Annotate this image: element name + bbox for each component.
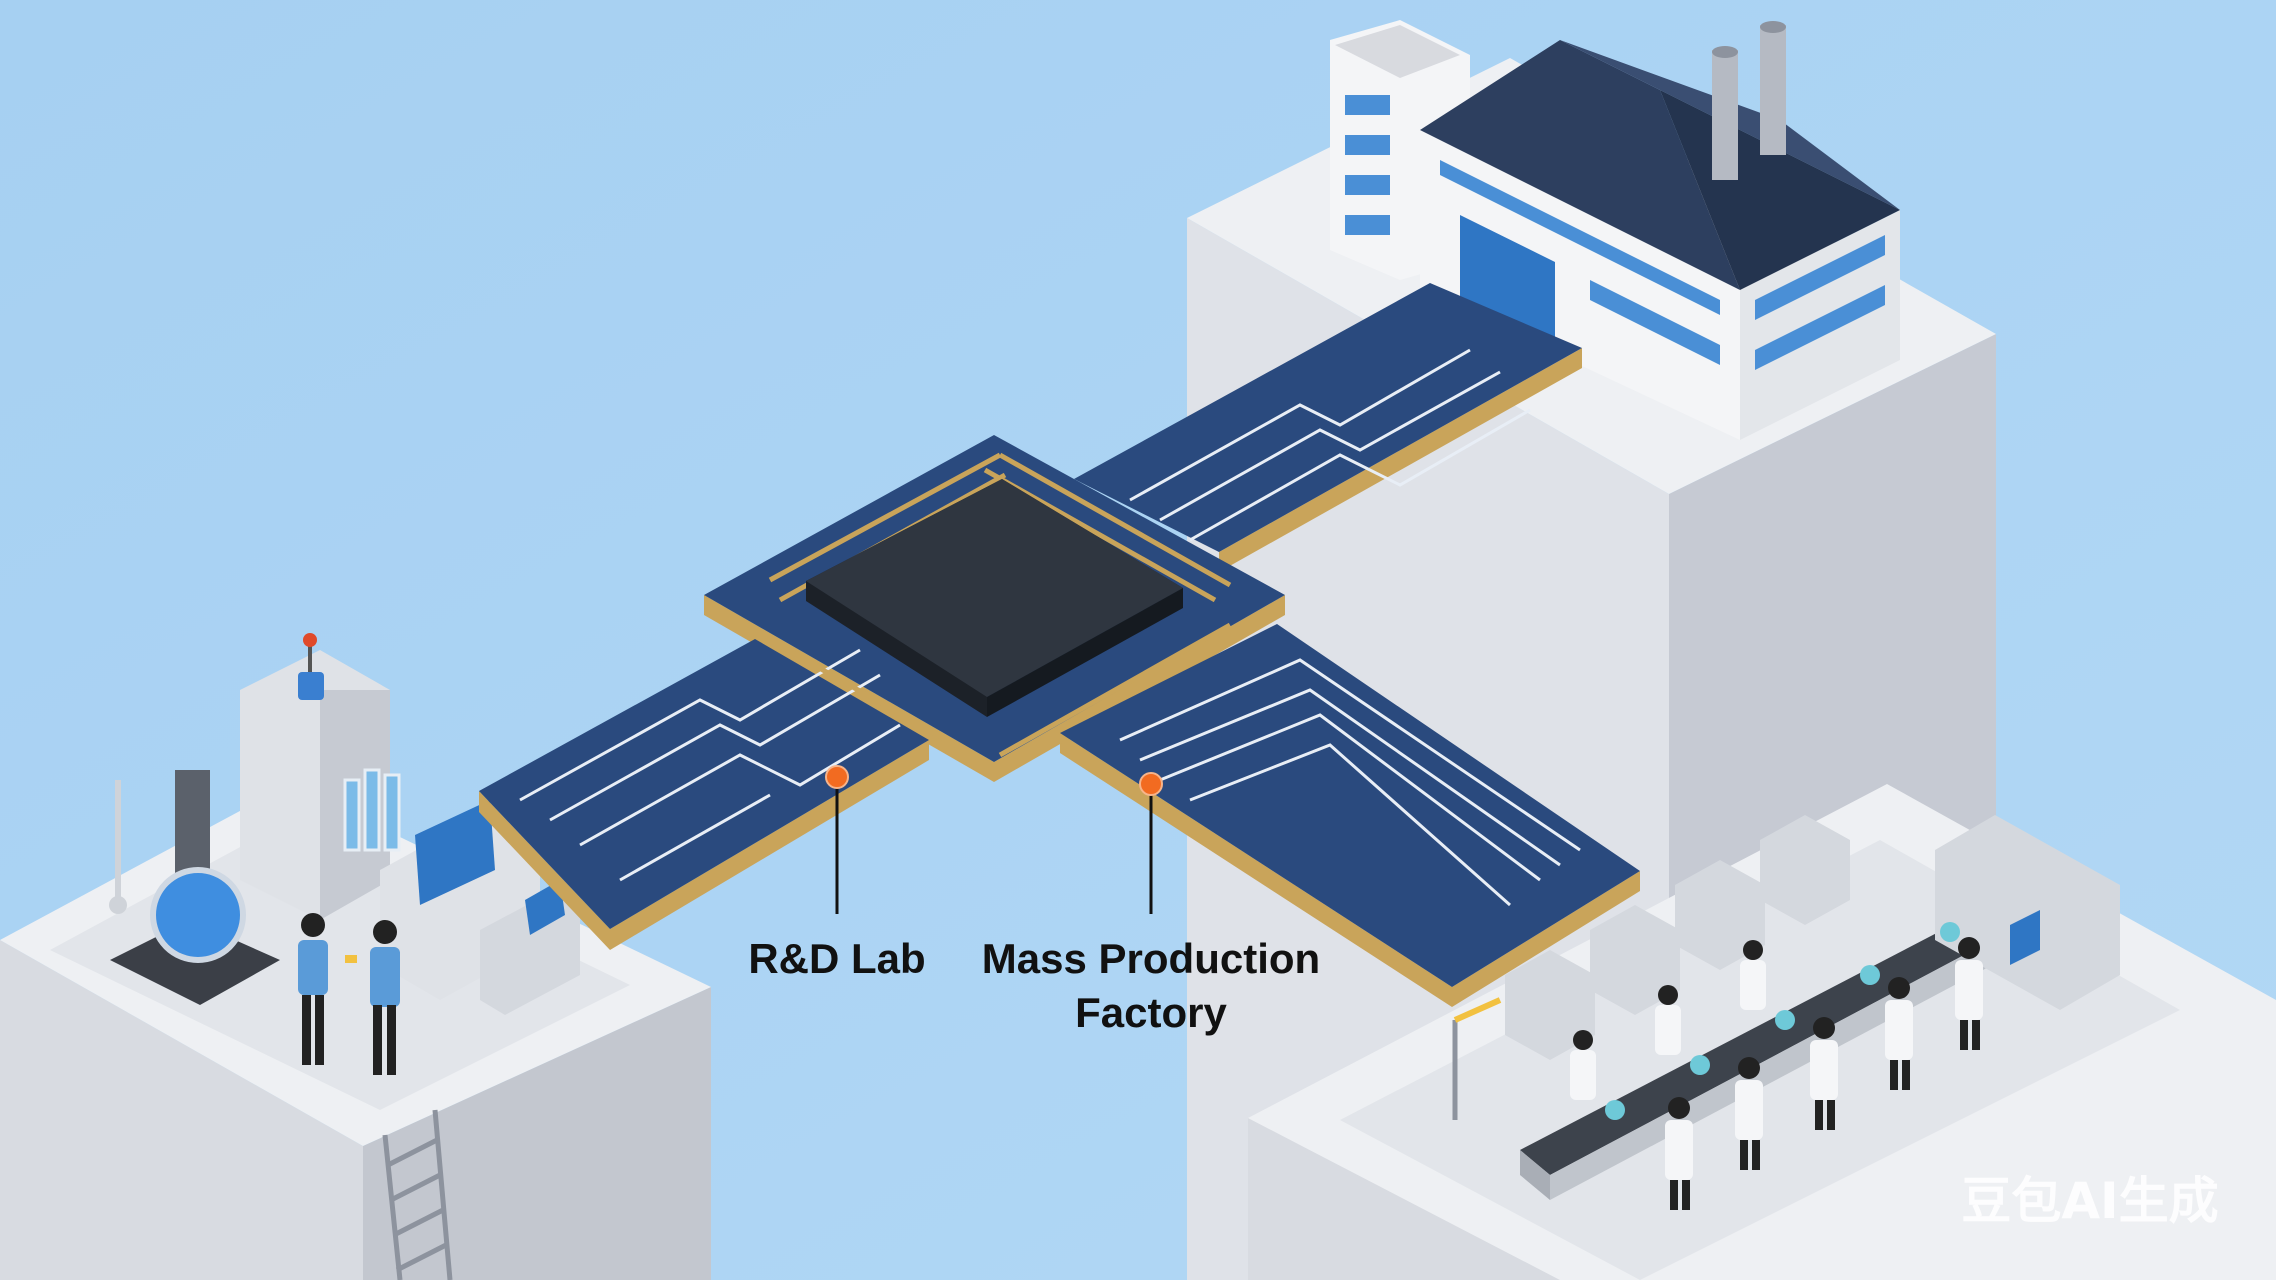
factory-marker (1139, 772, 1163, 914)
factory-label-line1: Mass Production (982, 935, 1320, 982)
researchers (298, 913, 400, 1075)
watermark: 豆包AI生成 (1961, 1172, 2218, 1230)
factory-label-line2: Factory (1075, 989, 1227, 1036)
factory-workers (1570, 937, 1983, 1210)
rd-lab-marker (825, 765, 849, 914)
factory-building (1330, 20, 1900, 440)
circuit-board (479, 283, 1640, 1007)
rd-lab-label: R&D Lab (748, 935, 925, 982)
lab-equipment (109, 633, 580, 1015)
microchip (806, 479, 1183, 697)
ladder (382, 1109, 453, 1280)
pcb-traces (519, 348, 1581, 907)
